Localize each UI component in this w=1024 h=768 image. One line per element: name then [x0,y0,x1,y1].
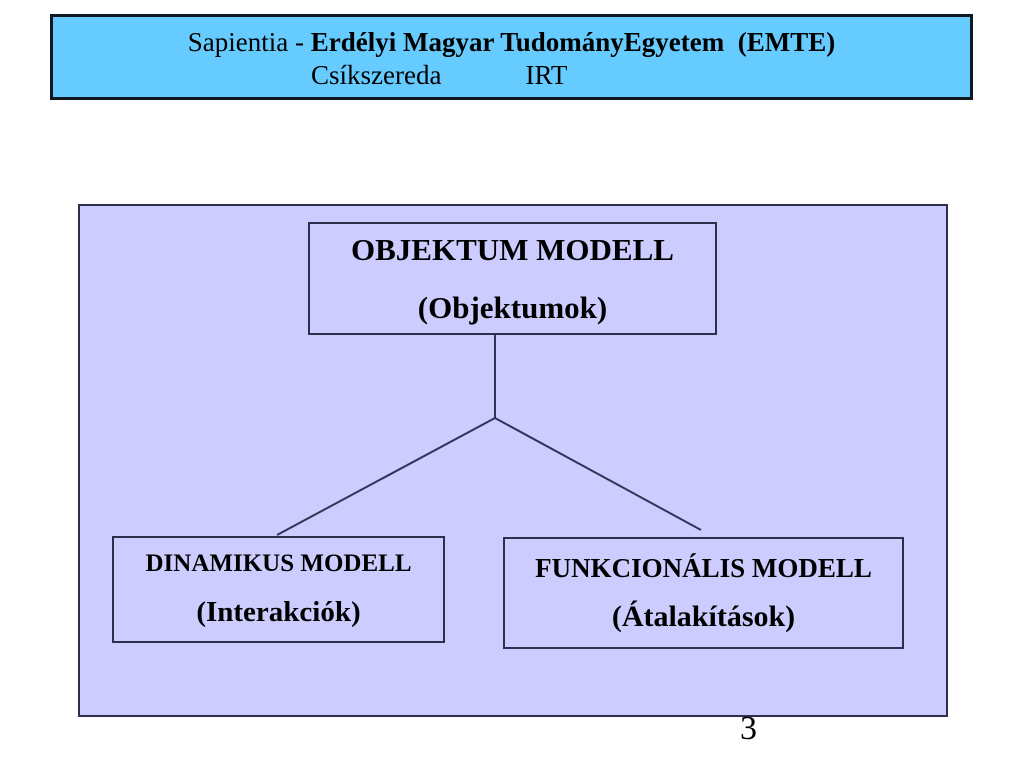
connector-right-diagonal [494,417,702,531]
dinamikus-modell-title: DINAMIKUS MODELL [145,550,412,577]
header-course-code: IRT [525,60,568,90]
page-number: 3 [740,710,757,747]
funkcionalis-modell-title: FUNKCIONÁLIS MODELL [535,552,872,583]
header-title-bold: Erdélyi Magyar TudományEgyetem (EMTE) [310,27,836,57]
dinamikus-modell-box: DINAMIKUS MODELL (Interakciók) [112,536,445,643]
objektum-modell-title: OBJEKTUM MODELL [351,231,674,267]
funkcionalis-modell-subtitle: (Átalakítások) [611,599,796,633]
header-title-regular: Sapientia - [187,27,311,57]
objektum-modell-box: OBJEKTUM MODELL (Objektumok) [308,222,717,335]
dinamikus-modell-subtitle: (Interakciók) [196,596,361,628]
objektum-modell-subtitle: (Objektumok) [417,289,608,325]
header-city: Csíkszereda [311,60,442,90]
header-banner: Sapientia - Erdélyi Magyar TudományEgyet… [50,14,973,100]
connector-left-diagonal [276,417,496,536]
funkcionalis-modell-box: FUNKCIONÁLIS MODELL (Átalakítások) [503,537,904,649]
header-subtitle-line: Csíkszereda IRT [53,59,970,92]
diagram-panel: OBJEKTUM MODELL (Objektumok) DINAMIKUS M… [78,204,948,717]
header-title-line: Sapientia - Erdélyi Magyar TudományEgyet… [53,26,970,59]
